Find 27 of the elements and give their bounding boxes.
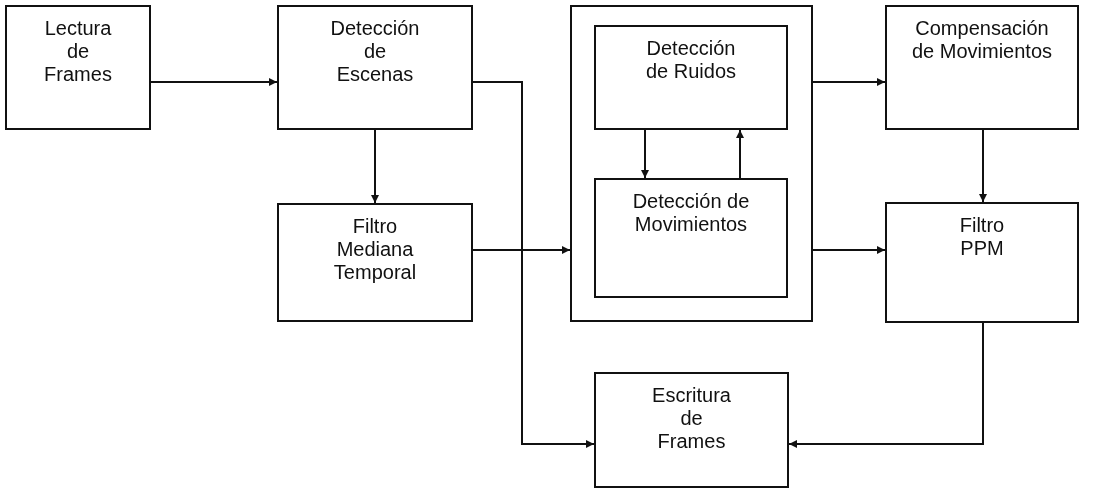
box-label: Detección de Movimientos (631, 190, 751, 236)
arrow (472, 246, 571, 254)
box-label: Filtro Mediana Temporal (332, 215, 418, 284)
arrow (736, 129, 744, 179)
arrow (472, 81, 595, 448)
process-box (594, 178, 788, 298)
arrow (812, 246, 886, 254)
process-box (277, 5, 473, 130)
box-label: Lectura de Frames (43, 17, 113, 86)
arrow (812, 78, 886, 86)
arrow (641, 129, 649, 179)
box-label: Detección de Escenas (329, 17, 421, 86)
group-box (570, 5, 813, 322)
process-box (5, 5, 151, 130)
process-box (277, 203, 473, 322)
process-box (594, 372, 789, 488)
box-label: Detección de Ruidos (644, 37, 738, 83)
arrow (788, 322, 984, 448)
arrow (150, 78, 278, 86)
box-label: Compensación de Movimientos (910, 17, 1054, 63)
process-box (594, 25, 788, 130)
arrow (979, 129, 987, 203)
box-label: Filtro PPM (958, 214, 1006, 260)
box-label: Escritura de Frames (651, 384, 732, 453)
arrow (371, 129, 379, 204)
process-box (885, 202, 1079, 323)
process-box (885, 5, 1079, 130)
